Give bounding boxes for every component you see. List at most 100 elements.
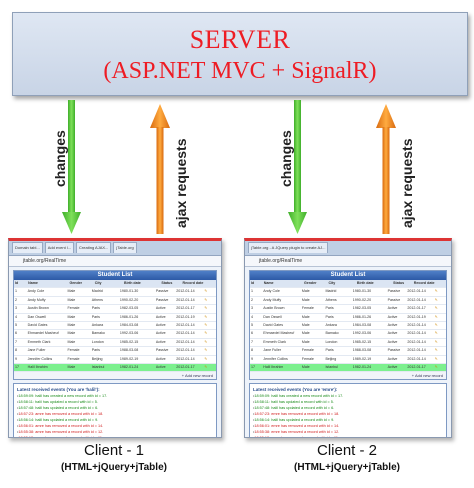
edit-icon[interactable]: ✎ bbox=[434, 339, 438, 344]
table-cell: 1989-02-19 bbox=[352, 356, 372, 361]
column-header[interactable]: Status bbox=[393, 281, 405, 285]
edit-icon[interactable]: ✎ bbox=[434, 331, 438, 336]
browser-tab[interactable]: jTable.org bbox=[113, 242, 137, 253]
table-cell: 3 bbox=[251, 306, 253, 311]
table-cell: 6 bbox=[15, 331, 17, 336]
table-cell: 2012-01-14 bbox=[176, 356, 195, 361]
edit-icon[interactable]: ✎ bbox=[204, 297, 208, 302]
table-cell: Active bbox=[387, 331, 398, 336]
column-header[interactable]: Gender bbox=[69, 281, 83, 285]
edit-icon[interactable]: ✎ bbox=[434, 297, 438, 302]
browser-tab[interactable]: jTable.org - A JQuery plugin to create A… bbox=[248, 242, 329, 253]
browser-tab[interactable]: Creating AJAX... bbox=[76, 242, 112, 253]
column-header[interactable]: Record date bbox=[182, 281, 204, 285]
table-cell: Male bbox=[67, 314, 76, 319]
event-item: 18:57:48: halil has updated a record wit… bbox=[17, 405, 213, 411]
event-item: 18:56:01: amre has removed a record with… bbox=[17, 423, 213, 429]
column-header[interactable]: Name bbox=[263, 281, 274, 285]
edit-icon[interactable]: ✎ bbox=[204, 364, 208, 369]
add-record-link[interactable]: + Add new record bbox=[250, 372, 446, 380]
edit-icon[interactable]: ✎ bbox=[204, 289, 208, 294]
edit-icon[interactable]: ✎ bbox=[434, 314, 438, 319]
column-header[interactable]: Id bbox=[251, 281, 255, 285]
edit-icon[interactable]: ✎ bbox=[204, 331, 208, 336]
table-cell: Male bbox=[301, 331, 310, 336]
edit-icon[interactable]: ✎ bbox=[204, 306, 208, 311]
edit-icon[interactable]: ✎ bbox=[204, 339, 208, 344]
column-header[interactable]: Name bbox=[28, 281, 38, 285]
event-item: 18:59:09: halil has created a new record… bbox=[17, 393, 213, 399]
table-cell: 1982-01-24 bbox=[119, 364, 139, 369]
table-cell: 5 bbox=[251, 322, 253, 327]
address-bar[interactable]: jtable.org/RealTime bbox=[245, 256, 451, 267]
table-cell: 2012-01-14 bbox=[407, 356, 426, 361]
table-cell: Paris bbox=[91, 306, 100, 311]
table-cell: Halil Ibrahim bbox=[263, 364, 284, 369]
events-panel: Latest received events (You are 'emre'):… bbox=[249, 383, 447, 437]
table-body: Id Name Gender City Birth date Status Record d… bbox=[14, 280, 216, 373]
edit-icon[interactable]: ✎ bbox=[204, 356, 208, 361]
column-header[interactable]: City bbox=[328, 281, 336, 285]
table-cell: 1986-01-26 bbox=[119, 314, 139, 319]
table-cell: Istanbul bbox=[325, 364, 339, 369]
browser-tab[interactable]: Add event l... bbox=[44, 242, 75, 253]
add-record-link[interactable]: + Add new record bbox=[14, 372, 216, 380]
events-list: 18:59:09: halil has created a new record… bbox=[17, 393, 213, 437]
edit-icon[interactable]: ✎ bbox=[204, 348, 208, 353]
column-header[interactable]: Status bbox=[161, 281, 173, 285]
edit-icon[interactable]: ✎ bbox=[434, 356, 438, 361]
edit-icon[interactable]: ✎ bbox=[434, 364, 438, 369]
column-header[interactable]: Birth date bbox=[124, 281, 141, 285]
table-cell: Passive bbox=[155, 348, 169, 353]
table-cell: Male bbox=[67, 322, 76, 327]
table-cell: 1985-02-15 bbox=[119, 339, 139, 344]
address-bar[interactable]: jtable.org/RealTime bbox=[9, 256, 221, 267]
edit-icon[interactable]: ✎ bbox=[434, 289, 438, 294]
edit-icon[interactable]: ✎ bbox=[204, 314, 208, 319]
table-cell: Male bbox=[301, 314, 310, 319]
column-header[interactable]: Record date bbox=[413, 281, 435, 285]
edit-icon[interactable]: ✎ bbox=[434, 306, 438, 311]
edit-icon[interactable]: ✎ bbox=[434, 322, 438, 327]
table-cell: Paris bbox=[325, 348, 334, 353]
edit-icon[interactable]: ✎ bbox=[434, 348, 438, 353]
column-header[interactable]: Gender bbox=[303, 281, 317, 285]
table-cell: 1980-01-30 bbox=[119, 289, 139, 294]
table-cell: 4 bbox=[251, 314, 253, 319]
column-header[interactable]: Birth date bbox=[356, 281, 374, 285]
edit-icon[interactable]: ✎ bbox=[204, 322, 208, 327]
table-cell: Active bbox=[155, 339, 166, 344]
column-header[interactable]: City bbox=[94, 281, 102, 285]
table-cell: 9 bbox=[15, 356, 17, 361]
table-cell: 1 bbox=[251, 289, 253, 294]
event-item: 18:58:11: halil has updated a record wit… bbox=[253, 399, 443, 405]
table-cell: 1990-02-20 bbox=[119, 297, 139, 302]
table-cell: Male bbox=[67, 289, 76, 294]
table-title: Student List bbox=[14, 271, 216, 280]
table-cell: 2 bbox=[251, 297, 253, 302]
table-cell: Male bbox=[67, 297, 76, 302]
column-header[interactable]: Id bbox=[15, 281, 19, 285]
browser-tab[interactable]: Domain tabl... bbox=[12, 242, 43, 253]
server-subtitle: (ASP.NET MVC + SignalR) bbox=[103, 58, 377, 84]
